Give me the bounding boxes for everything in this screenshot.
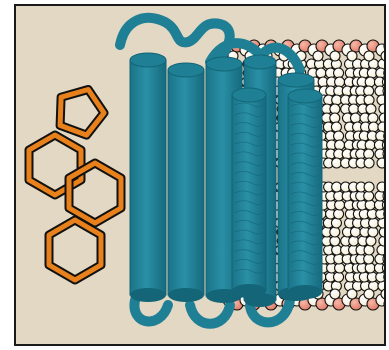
steroid-ring [55, 85, 109, 140]
intracellular-loop [185, 300, 235, 329]
lipid-molecule [355, 181, 380, 311]
figure-frame [14, 4, 386, 346]
seven-helix-transmembrane-protein-icon [115, 12, 323, 329]
extracellular-loop [115, 12, 235, 65]
helix-cylinder [167, 62, 205, 302]
helix-cylinder [287, 88, 323, 299]
steroid-ring [24, 130, 86, 200]
steroid-ring [64, 158, 126, 228]
intracellular-loop [245, 295, 295, 328]
helix-cylinder [231, 87, 267, 298]
steroid-ring-structure-icon [24, 85, 126, 285]
lipid-molecule [340, 39, 364, 169]
lipid-molecule [355, 39, 380, 169]
lipid-molecule [373, 41, 385, 169]
steroid-ring [44, 215, 106, 285]
helix-cylinder [129, 52, 167, 302]
intracellular-loop [129, 295, 173, 327]
